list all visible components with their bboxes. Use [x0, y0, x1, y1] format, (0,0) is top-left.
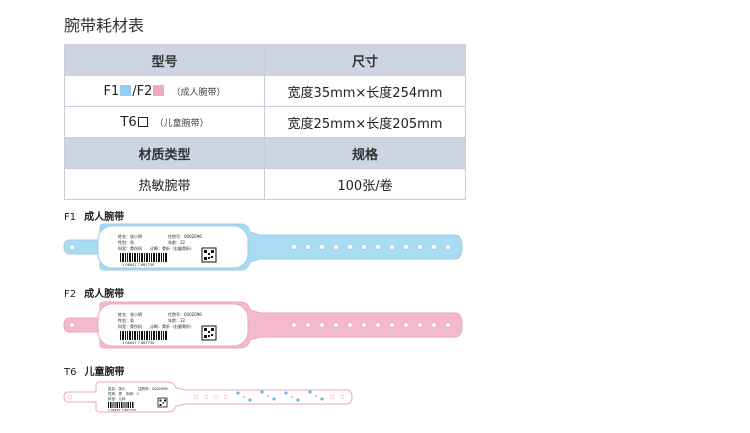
- band-code: F2: [64, 289, 77, 300]
- field: 科室：骨伤科: [118, 245, 142, 251]
- table-row: 热敏腕带 100张/卷: [64, 168, 466, 200]
- field: 年龄：32: [168, 317, 186, 323]
- wristband-f1: 姓名：张小明 住院号：0002096 性别：男 年龄：32 科室：骨伤科 诊断：…: [63, 223, 463, 271]
- model-note: （儿童腕带）: [154, 118, 209, 129]
- barcode-number: 1 06447 7 867730: [122, 263, 154, 267]
- model-note: （成人腕带）: [171, 87, 226, 98]
- field: 姓名：张小: [108, 386, 126, 391]
- field: 科室：骨伤科: [118, 323, 142, 329]
- band-label-f1: F1 成人腕带: [64, 208, 124, 223]
- band-info-text: 姓名：张小明 住院号：0002096 性别：男 年龄：32 科室：骨伤科 诊断：…: [118, 311, 202, 329]
- header-model: 型号: [64, 44, 265, 76]
- barcode-icon: [120, 253, 167, 262]
- field: 诊断：骨折（右腿骨折）: [150, 245, 194, 251]
- wristband-f2: 姓名：张小明 住院号：0002096 性别：男 年龄：32 科室：骨伤科 诊断：…: [63, 301, 463, 349]
- decorative-pattern-icon: [236, 390, 324, 402]
- spec-cell: 100张/卷: [264, 168, 466, 200]
- barcode-number: 1 06447 7 867730: [122, 341, 154, 345]
- size-cell: 宽度35mm×长度254mm: [264, 75, 466, 107]
- field: 诊断：骨折（右腿骨折）: [150, 323, 194, 329]
- blue-swatch-icon: [120, 84, 132, 96]
- band-name: 成人腕带: [84, 289, 125, 300]
- table-row: T6 （儿童腕带） 宽度25mm×长度205mm: [64, 106, 466, 138]
- band-holes: [291, 244, 451, 250]
- band-info-text: 姓名：张小 住院号：0002096 性别：男 年龄：3 科室：儿科: [108, 386, 168, 401]
- header-material: 材质类型: [64, 137, 265, 169]
- page-title: 腕带耗材表: [64, 16, 145, 35]
- field: 科室：儿科: [108, 396, 126, 401]
- field: 姓名：张小明: [118, 233, 142, 239]
- band-code: F1: [64, 212, 77, 223]
- band-label-t6: T6 儿童腕带: [64, 363, 124, 378]
- table-header-row: 型号 尺寸: [64, 44, 466, 76]
- spec-table: 型号 尺寸 F1/F2 （成人腕带） 宽度35mm×长度254mm T6 （儿童腕带…: [64, 44, 466, 200]
- band-end-hole: [69, 244, 75, 250]
- pink-swatch-icon: [153, 84, 165, 96]
- band-end-hole: [69, 322, 75, 328]
- band-name: 成人腕带: [84, 212, 125, 223]
- band-end-hole: [67, 394, 73, 400]
- field: 性别：男: [118, 317, 134, 323]
- model-t6-label: T6: [120, 114, 137, 130]
- field: 年龄：3: [126, 391, 139, 396]
- field: 住院号：0002096: [168, 233, 202, 239]
- size-cell: 宽度25mm×长度205mm: [264, 106, 466, 138]
- field: 姓名：张小明: [118, 311, 142, 317]
- field: 性别：男: [108, 391, 122, 396]
- table-row: F1/F2 （成人腕带） 宽度35mm×长度254mm: [64, 75, 466, 107]
- band-info-text: 姓名：张小明 住院号：0002096 性别：男 年龄：32 科室：骨伤科 诊断：…: [118, 233, 202, 251]
- header-spec: 规格: [264, 137, 466, 169]
- white-swatch-icon: [137, 116, 148, 127]
- qr-code-icon: [201, 247, 217, 263]
- band-holes: [291, 322, 451, 328]
- band-code: T6: [64, 367, 77, 378]
- model-cell-t6: T6 （儿童腕带）: [64, 106, 265, 138]
- field: 住院号：0002096: [138, 386, 168, 391]
- model-f2-label: /F2: [132, 83, 153, 99]
- model-f1-label: F1: [103, 83, 120, 99]
- band-name: 儿童腕带: [84, 367, 125, 378]
- field: 住院号：0002096: [168, 311, 202, 317]
- field: 年龄：32: [168, 239, 186, 245]
- wristband-t6: 姓名：张小 住院号：0002096 性别：男 年龄：3 科室：儿科 1 0644…: [63, 381, 353, 413]
- band-label-f2: F2 成人腕带: [64, 285, 124, 300]
- qr-code-icon: [201, 325, 217, 341]
- barcode-icon: [108, 402, 134, 408]
- band-holes: [193, 394, 345, 400]
- field: 性别：男: [118, 239, 134, 245]
- barcode-number: 1 06447 7 867730: [108, 408, 136, 412]
- table-header-row: 材质类型 规格: [64, 137, 466, 169]
- qr-code-icon: [157, 397, 168, 408]
- barcode-icon: [120, 331, 167, 340]
- model-cell-f1-f2: F1/F2 （成人腕带）: [64, 75, 265, 107]
- material-cell: 热敏腕带: [64, 168, 265, 200]
- header-size: 尺寸: [264, 44, 466, 76]
